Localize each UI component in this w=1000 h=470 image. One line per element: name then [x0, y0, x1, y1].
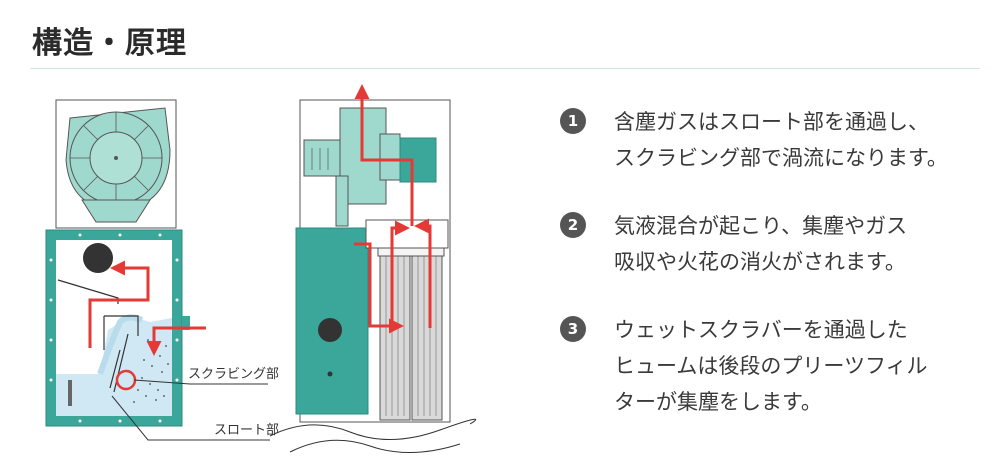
title-divider	[30, 68, 980, 69]
step-1: 1 含塵ガスはスロート部を通過し、 スクラビング部で渦流になります。	[560, 104, 990, 208]
step-2: 2 気液混合が起こり、集塵やガス 吸収や火花の消火がされます。	[560, 208, 990, 312]
label-leader-lines	[111, 379, 270, 441]
step-3: 3 ウェットスクラバーを通過した ヒュームは後段のプリーツフィル ターが集塵をし…	[560, 312, 990, 416]
outlet-hole	[83, 243, 113, 273]
water-pool	[56, 316, 172, 416]
label-scrubbing: スクラビング部	[188, 367, 279, 382]
step-text: 含塵ガスはスロート部を通過し、 スクラビング部で渦流になります。	[614, 104, 948, 176]
step-line: ヒュームは後段のプリーツフィル	[614, 354, 928, 378]
step-number-badge: 2	[560, 212, 586, 238]
tank-bolts	[49, 233, 179, 423]
principle-steps: 1 含塵ガスはスロート部を通過し、 スクラビング部で渦流になります。 2 気液混…	[560, 104, 990, 416]
inlet-port	[182, 316, 190, 330]
inlet-hole	[318, 318, 342, 342]
drain-pipe	[68, 380, 72, 406]
gas-flow-arrows-right	[354, 84, 432, 334]
step-line: ターが集塵をします。	[614, 390, 822, 414]
step-line: スクラビング部で渦流になります。	[614, 146, 948, 170]
gas-flow-arrows-left	[88, 260, 206, 356]
step-number-badge: 3	[560, 316, 586, 342]
drain-hole	[327, 371, 333, 377]
blower-fan-left	[65, 107, 171, 223]
step-line: 吸収や火花の消火がされます。	[614, 250, 906, 274]
step-line: ウェットスクラバーを通過した	[614, 318, 908, 342]
scrubber-diagram: スクラビング部 スロート部	[45, 84, 477, 453]
step-line: 含塵ガスはスロート部を通過し、	[614, 110, 929, 134]
label-throat: スロート部	[214, 423, 279, 438]
pleated-filters	[377, 247, 445, 421]
step-line: 気液混合が起こり、集塵やガス	[614, 214, 908, 238]
water-splash	[97, 314, 144, 375]
floor-wave-lines	[269, 418, 477, 453]
step-text: ウェットスクラバーを通過した ヒュームは後段のプリーツフィル ターが集塵をします…	[614, 312, 928, 420]
step-text: 気液混合が起こり、集塵やガス 吸収や火花の消火がされます。	[614, 208, 907, 280]
page-title: 構造・原理	[32, 26, 187, 61]
filter-header	[365, 219, 449, 249]
step-number-badge: 1	[560, 108, 586, 134]
right-unit	[269, 84, 477, 453]
left-unit: スクラビング部 スロート部	[45, 99, 279, 441]
